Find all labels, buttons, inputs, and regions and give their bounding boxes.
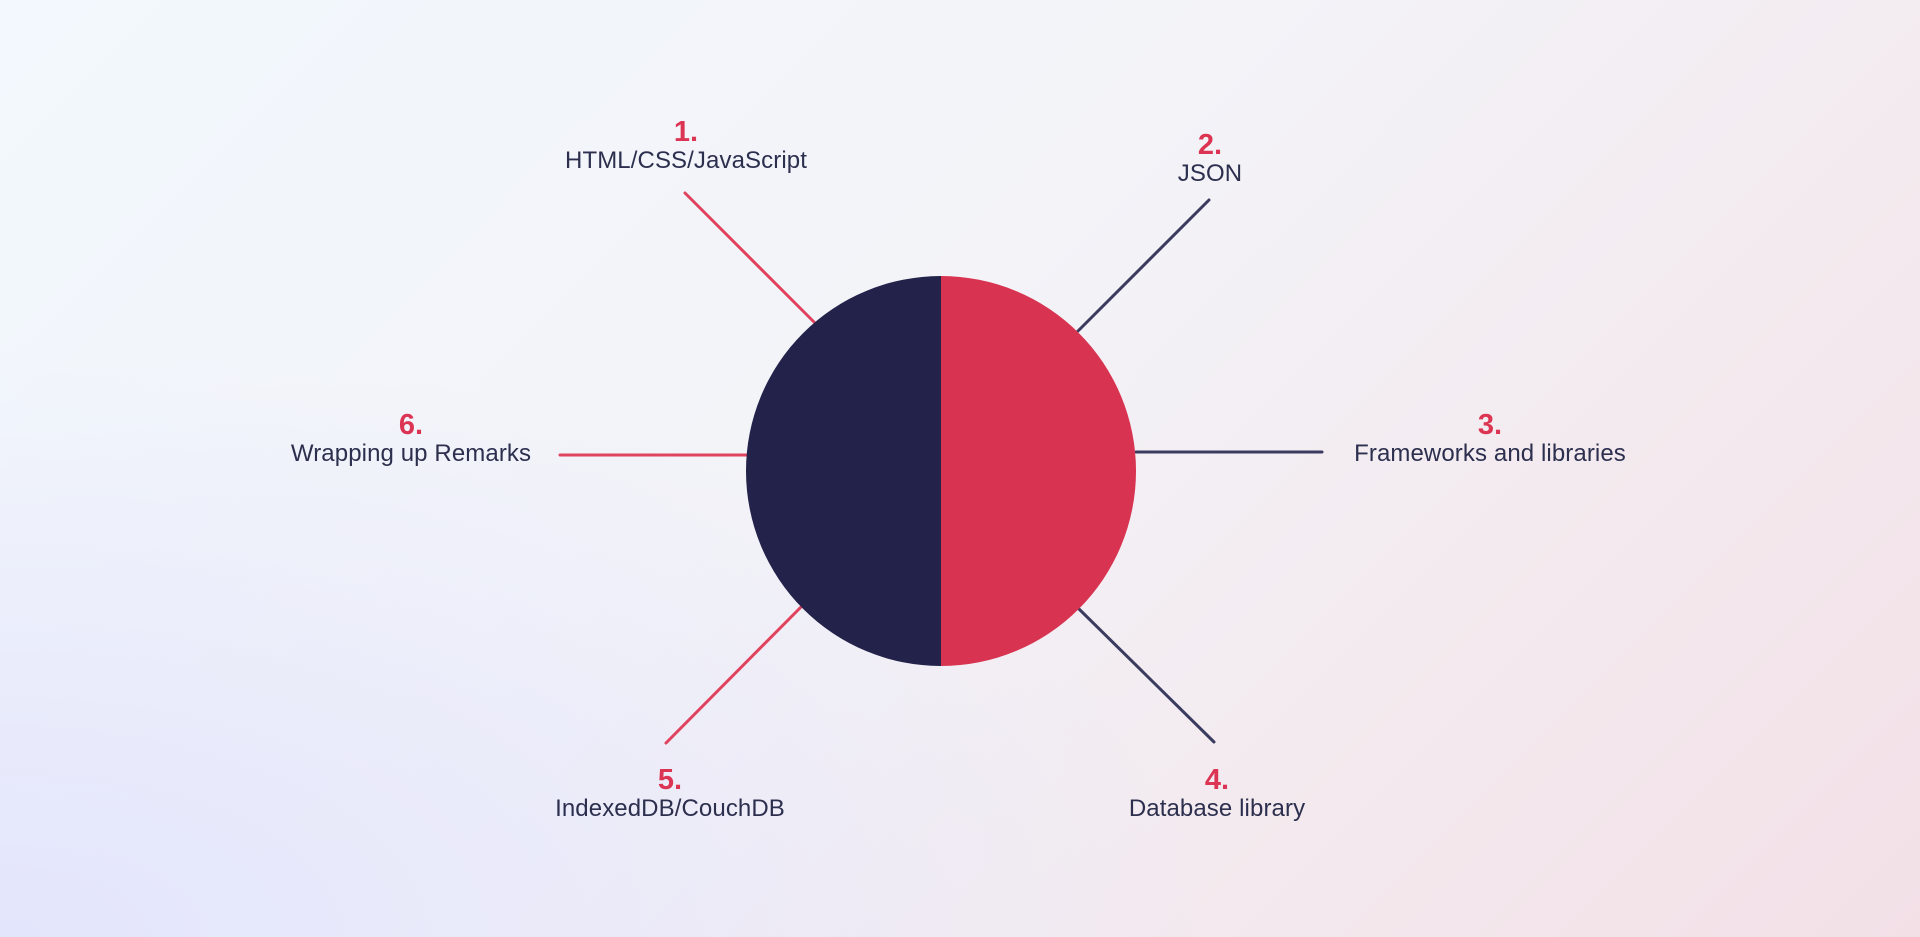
item-label: Wrapping up Remarks	[290, 440, 532, 467]
item-number: 4.	[1204, 764, 1230, 796]
connector-line-2	[1076, 198, 1211, 333]
center-circle	[746, 276, 1136, 666]
item-2: 2. JSON	[1178, 130, 1242, 188]
item-label: Frameworks and libraries	[1354, 440, 1626, 467]
item-1: 1. HTML/CSS/JavaScript	[565, 117, 807, 175]
circle-right-half	[941, 276, 1136, 666]
item-number: 3.	[1477, 409, 1503, 441]
connector-line-4	[1077, 607, 1216, 744]
item-number: 1.	[673, 116, 699, 148]
item-number: 6.	[398, 409, 424, 441]
item-4: 4. Database library	[1129, 765, 1305, 823]
item-5: 5. IndexedDB/CouchDB	[555, 765, 785, 823]
circle-left-half	[746, 276, 941, 666]
item-6: 6. Wrapping up Remarks	[291, 410, 531, 468]
item-number: 2.	[1197, 129, 1223, 161]
item-number: 5.	[657, 764, 683, 796]
item-label: HTML/CSS/JavaScript	[565, 147, 807, 174]
item-label: Database library	[1128, 795, 1306, 822]
connector-line-1	[683, 191, 817, 325]
connector-line-5	[664, 604, 804, 745]
item-label: JSON	[1177, 160, 1243, 187]
item-3: 3. Frameworks and libraries	[1354, 410, 1626, 468]
item-label: IndexedDB/CouchDB	[555, 795, 785, 822]
